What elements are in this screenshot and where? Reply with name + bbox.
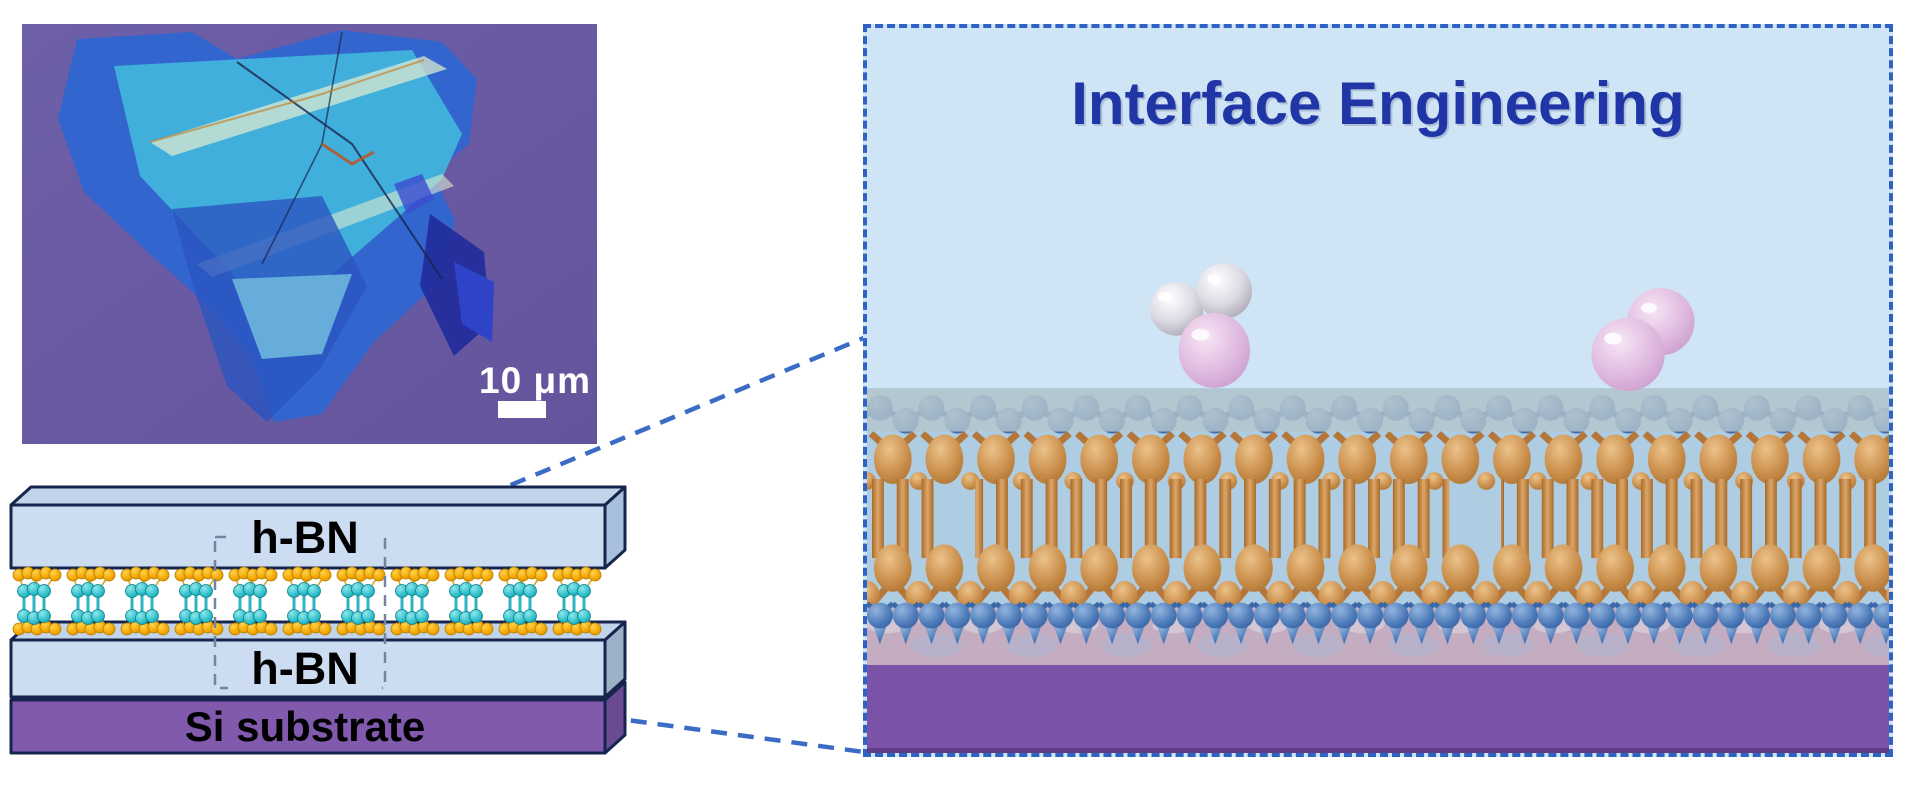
scale-bar-label: 10 μm	[479, 360, 591, 401]
flake-cobalt-patch	[454, 262, 494, 342]
si-substrate-label: Si substrate	[184, 703, 426, 750]
panel-title: Interface Engineering	[1071, 70, 1685, 137]
hbn-top-slab	[9, 485, 627, 570]
flake-small-patch	[394, 174, 434, 214]
panel-substrate	[867, 664, 1889, 753]
hbn-bottom-label: h-BN	[228, 645, 382, 692]
sky-background	[867, 28, 1889, 392]
optical-micrograph: 10 μm	[22, 24, 597, 444]
flake-light-cyan	[232, 274, 352, 359]
crystal-render	[867, 28, 1889, 753]
interface-zoom-panel: Interface Engineering	[863, 24, 1893, 757]
silver-molecule	[1196, 263, 1252, 319]
micrograph-image	[22, 24, 597, 444]
interface-band	[867, 389, 1889, 432]
scale-bar	[498, 401, 546, 418]
si-substrate-slab	[9, 680, 627, 755]
molecule-cluster-right	[1591, 288, 1695, 391]
hbn-top-label: h-BN	[228, 514, 382, 561]
molecule-cluster-left	[1149, 263, 1252, 389]
2d-crystal-layer	[11, 565, 603, 637]
blue-atom-row-bottom	[867, 599, 1889, 652]
pink-molecule	[1591, 317, 1665, 391]
pink-molecule	[1178, 312, 1251, 389]
